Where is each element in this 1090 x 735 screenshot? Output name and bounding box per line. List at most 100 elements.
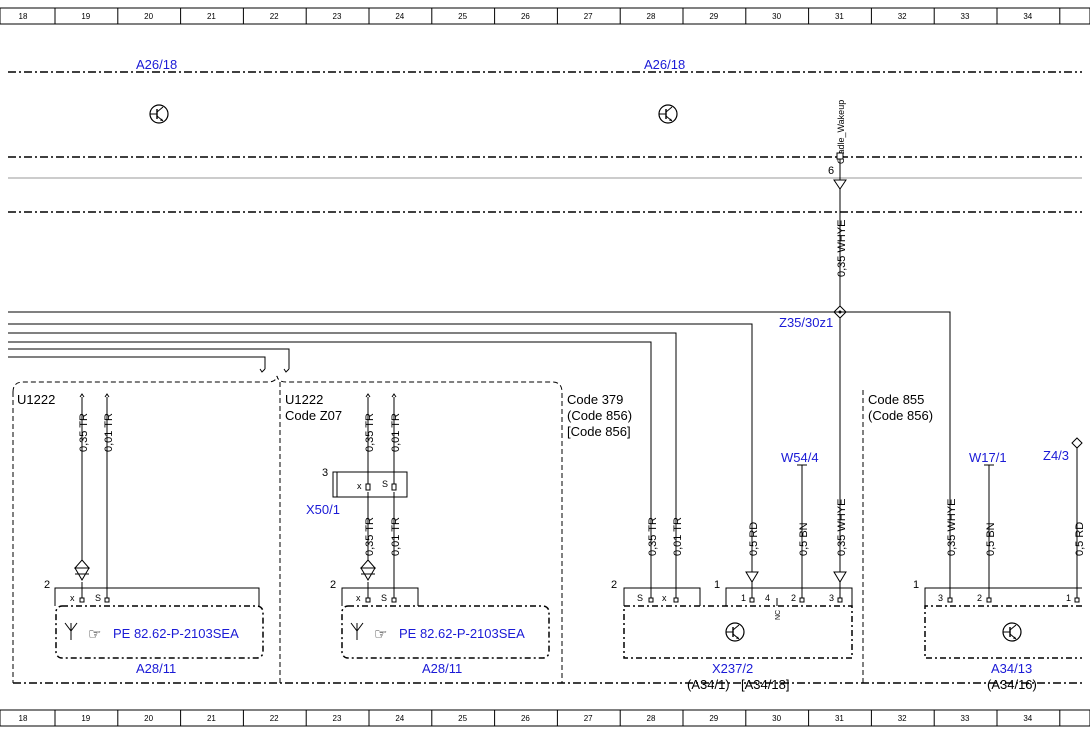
w17-label: W17/1 <box>969 450 1007 465</box>
ruler-column-label: 34 <box>1023 12 1032 21</box>
pin-socket-icon <box>749 597 755 603</box>
ruler-column-label: 28 <box>647 12 656 21</box>
ruler-column-label: 33 <box>961 12 970 21</box>
connector-x237-b <box>725 587 853 606</box>
a34-box <box>924 605 1082 659</box>
ruler-column-label: 25 <box>458 12 467 21</box>
pointing-hand-icon: ☞ <box>374 626 387 643</box>
pin-socket-icon <box>837 597 843 603</box>
u1222-mid-label: U1222 <box>285 392 323 407</box>
wire-left-035-tr: 0,35 TR <box>78 413 90 452</box>
a34-label: A34/13 <box>991 661 1032 676</box>
ruler-column-label: 33 <box>961 714 970 723</box>
pin-6-label: 6 <box>828 165 834 177</box>
code-856-bracket-label: [Code 856] <box>567 424 631 439</box>
code-boundaries <box>12 375 864 683</box>
x237-box <box>623 605 853 659</box>
ruler-column-label: 18 <box>19 714 28 723</box>
pe-link-left[interactable]: PE 82.62-P-2103SEA <box>113 626 239 641</box>
z4-label: Z4/3 <box>1043 448 1069 463</box>
wire-mid-001-tr-lower: 0,01 TR <box>390 517 402 556</box>
wire-mid-035-tr-lower: 0,35 TR <box>364 517 376 556</box>
pin-socket-icon <box>365 597 371 603</box>
z35-label: Z35/30z1 <box>779 315 833 330</box>
wire-whye-top: 0,35 WHYE <box>836 220 848 277</box>
pin-label: 1 <box>913 579 919 591</box>
wire-x237-05-bn: 0,5 BN <box>798 522 810 556</box>
ruler-column-label: 26 <box>521 12 530 21</box>
whye-vertical-wire <box>836 152 844 578</box>
pin-x-label: x <box>357 481 362 491</box>
pin-s-label: S <box>95 593 101 603</box>
pin-s-label: S <box>637 593 643 603</box>
code-856-label: (Code 856) <box>868 408 933 423</box>
a28-mid-box <box>341 605 550 659</box>
w17-ground-wire <box>984 464 994 598</box>
wire-x237-001-tr: 0,01 TR <box>672 517 684 556</box>
wire-x237-035-tr: 0,35 TR <box>647 517 659 556</box>
wire-a34-05-bn: 0,5 BN <box>985 522 997 556</box>
code-379-label: Code 379 <box>567 392 623 407</box>
ruler-column-label: 22 <box>270 12 279 21</box>
ruler-column-label: 30 <box>772 714 781 723</box>
wire-a34-035-whye: 0,35 WHYE <box>946 499 958 556</box>
x50-label: X50/1 <box>306 502 340 517</box>
ruler-column-label: 30 <box>772 12 781 21</box>
pin-socket-icon <box>986 597 992 603</box>
pin-label: 1 <box>714 579 720 591</box>
ruler-column-label: 29 <box>709 12 718 21</box>
wire-left-001-tr: 0,01 TR <box>103 413 115 452</box>
ruler-column-label: 22 <box>270 714 279 723</box>
connector-a34 <box>924 587 1082 606</box>
pin-socket-icon <box>104 597 110 603</box>
ruler-column-label: 23 <box>333 714 342 723</box>
pin-socket-icon <box>391 597 397 603</box>
pin-socket-icon <box>947 597 953 603</box>
connector-a28-mid <box>341 587 419 606</box>
ruler-column-label: 23 <box>333 12 342 21</box>
a28-left-label: A28/11 <box>136 661 176 676</box>
connector-6-icon <box>833 179 847 190</box>
ruler-column-label: 20 <box>144 12 153 21</box>
x237-control-unit-icon <box>725 622 745 642</box>
pin-label: 2 <box>611 579 617 591</box>
ruler-column-label: 34 <box>1023 714 1032 723</box>
pin-3-label: 3 <box>829 593 834 603</box>
ruler-column-label: 26 <box>521 714 530 723</box>
pointing-hand-icon: ☞ <box>88 626 101 643</box>
a34-sub-label: (A34/16) <box>987 677 1037 692</box>
code-z07-label: Code Z07 <box>285 408 342 423</box>
ruler-column-label: 27 <box>584 714 593 723</box>
pin-socket-icon <box>365 483 371 491</box>
pin-4-label: 4 <box>765 593 770 603</box>
x237-sub-a34-1: (A34/1) <box>687 677 730 692</box>
connector-x237-a <box>623 587 701 606</box>
pin-label: 2 <box>44 579 50 591</box>
pin-2-label: 2 <box>791 593 796 603</box>
pin-socket-icon <box>79 597 85 603</box>
a28-left-box <box>55 605 264 659</box>
antenna-icon <box>64 622 78 640</box>
ruler-column-label: 32 <box>898 714 907 723</box>
a34-control-unit-icon <box>1002 622 1022 642</box>
ruler-column-label: 20 <box>144 714 153 723</box>
pin-s-label: S <box>382 479 388 489</box>
ruler-column-label: 24 <box>395 714 404 723</box>
pe-link-mid[interactable]: PE 82.62-P-2103SEA <box>399 626 525 641</box>
pin-2-label: 2 <box>977 593 982 603</box>
bus-terminal-hooks <box>259 368 290 373</box>
ruler-column-label: 21 <box>207 12 216 21</box>
u1222-left-label: U1222 <box>17 392 55 407</box>
pin-socket-icon <box>1074 597 1080 603</box>
ruler-column-label: 19 <box>81 12 90 21</box>
ruler-column-label: 28 <box>647 714 656 723</box>
pin-socket-icon <box>648 597 654 603</box>
a26-right-label: A26/18 <box>644 57 685 72</box>
left-antenna-wires <box>79 393 110 598</box>
a26-right-control-unit-icon <box>658 104 678 124</box>
x237-short-wires <box>751 582 841 598</box>
pin-1-label: 1 <box>741 593 746 603</box>
